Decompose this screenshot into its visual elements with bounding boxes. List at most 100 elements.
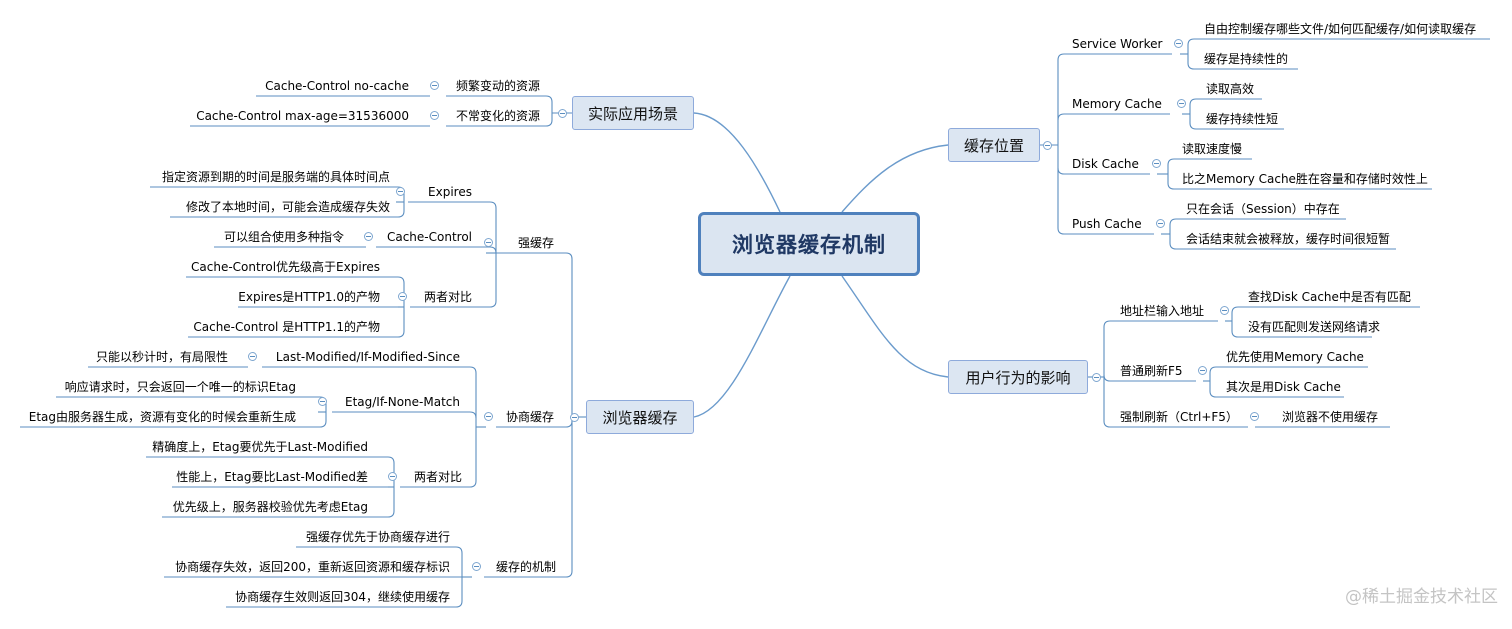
- leaf-sw-2: 缓存是持续性的: [1204, 52, 1289, 66]
- connector-line: [446, 119, 553, 127]
- leaf-lm-1: 只能以秒计时，有局限性: [95, 350, 228, 364]
- connector-line: [496, 420, 573, 428]
- connector-line: [1187, 62, 1298, 70]
- collapse-toggle-icon[interactable]: [430, 111, 439, 120]
- collapse-toggle-icon[interactable]: [484, 412, 493, 421]
- leaf-dc-2: 比之Memory Cache胜在容量和存储时效性上: [1182, 172, 1428, 186]
- node-last-modified[interactable]: Last-Modified/If-Modified-Since: [275, 350, 460, 364]
- collapse-toggle-icon[interactable]: [558, 109, 567, 118]
- leaf-pc-2: 会话结束就会被释放，缓存时间很短暂: [1186, 232, 1391, 246]
- collapse-toggle-icon[interactable]: [1198, 366, 1207, 375]
- node-expires[interactable]: Expires: [428, 185, 472, 199]
- connector-line: [150, 186, 405, 194]
- leaf-cf5-1: 浏览器不使用缓存: [1282, 410, 1379, 424]
- root-node[interactable]: 浏览器缓存机制: [698, 212, 920, 276]
- node-service-worker[interactable]: Service Worker: [1072, 37, 1163, 51]
- node-address-bar[interactable]: 地址栏输入地址: [1120, 304, 1205, 318]
- collapse-toggle-icon[interactable]: [318, 397, 327, 406]
- connector-line: [1231, 330, 1372, 338]
- connector-line: [1169, 242, 1396, 250]
- watermark: @稀土掘金技术社区: [1345, 587, 1498, 607]
- node-negotiate-compare[interactable]: 两者对比: [413, 470, 462, 484]
- leaf-ab-2: 没有匹配则发送网络请求: [1248, 320, 1381, 334]
- leaf-expires-2: 修改了本地时间，可能会造成缓存失效: [185, 200, 390, 214]
- branch-user-behavior[interactable]: 用户行为的影响: [948, 360, 1088, 394]
- collapse-toggle-icon[interactable]: [1152, 159, 1161, 168]
- branch-cache-location[interactable]: 缓存位置: [948, 128, 1040, 162]
- connector-line: [410, 300, 497, 308]
- leaf-pc-1: 只在会话（Session）中存在: [1186, 202, 1340, 216]
- connector-line: [296, 546, 463, 554]
- leaf-sw-1: 自由控制缓存哪些文件/如何匹配缓存/如何读取缓存: [1204, 22, 1477, 36]
- node-refresh-f5[interactable]: 普通刷新F5: [1120, 364, 1183, 378]
- leaf-cc-1: 可以组合使用多种指令: [223, 230, 344, 244]
- node-disk-cache[interactable]: Disk Cache: [1072, 157, 1139, 171]
- collapse-toggle-icon[interactable]: [430, 81, 439, 90]
- collapse-toggle-icon[interactable]: [396, 187, 405, 196]
- connector-line: [400, 480, 477, 488]
- collapse-toggle-icon[interactable]: [388, 472, 397, 481]
- connector-line: [1231, 306, 1420, 314]
- connector-line: [408, 201, 497, 209]
- connector-line: [1057, 227, 1154, 235]
- node-strong-cache[interactable]: 强缓存: [517, 236, 554, 250]
- connector-line: [162, 510, 395, 518]
- collapse-toggle-icon[interactable]: [1043, 141, 1052, 150]
- node-negotiate-cache[interactable]: 协商缓存: [505, 410, 554, 424]
- collapse-toggle-icon[interactable]: [1174, 39, 1183, 48]
- connector-line: [496, 252, 573, 260]
- connector-line: [1189, 98, 1262, 106]
- leaf-expires-1: 指定资源到期的时间是服务端的具体时间点: [161, 170, 390, 184]
- node-push-cache[interactable]: Push Cache: [1072, 217, 1142, 231]
- leaf-f5-1: 优先使用Memory Cache: [1226, 350, 1364, 364]
- connector-line: [186, 276, 405, 284]
- connector-line: [841, 144, 949, 213]
- leaf-ab-1: 查找Disk Cache中是否有匹配: [1248, 290, 1411, 304]
- collapse-toggle-icon[interactable]: [484, 238, 493, 247]
- branch-scenarios[interactable]: 实际应用场景: [572, 96, 694, 130]
- leaf-nc-2: 性能上，Etag要比Last-Modified差: [176, 470, 368, 484]
- connector-line: [56, 396, 327, 404]
- branch-browser-cache[interactable]: 浏览器缓存: [586, 400, 694, 434]
- collapse-toggle-icon[interactable]: [398, 292, 407, 301]
- node-cache-mechanism[interactable]: 缓存的机制: [495, 560, 556, 574]
- collapse-toggle-icon[interactable]: [364, 232, 373, 241]
- connector-line: [376, 246, 497, 254]
- node-etag[interactable]: Etag/If-None-Match: [345, 395, 460, 409]
- collapse-toggle-icon[interactable]: [570, 413, 579, 422]
- leaf-sc-3: Cache-Control 是HTTP1.1的产物: [193, 320, 380, 334]
- connector-line: [693, 112, 781, 213]
- connector-line: [446, 95, 553, 103]
- node-memory-cache[interactable]: Memory Cache: [1072, 97, 1162, 111]
- connector-line: [1209, 366, 1368, 374]
- connector-line: [1103, 320, 1218, 328]
- collapse-toggle-icon[interactable]: [472, 562, 481, 571]
- leaf-mech-1: 强缓存优先于协商缓存进行: [305, 530, 450, 544]
- node-rare-resource[interactable]: 不常变化的资源: [455, 109, 540, 123]
- connector-line: [1103, 420, 1248, 428]
- node-cache-control[interactable]: Cache-Control: [386, 230, 472, 244]
- collapse-toggle-icon[interactable]: [1220, 306, 1229, 315]
- connector-line: [188, 330, 405, 338]
- collapse-toggle-icon[interactable]: [1250, 412, 1259, 421]
- collapse-toggle-icon[interactable]: [1177, 99, 1186, 108]
- connector-line: [693, 275, 791, 418]
- connector-line: [226, 600, 463, 608]
- connector-line: [262, 366, 477, 374]
- collapse-toggle-icon[interactable]: [1092, 373, 1101, 382]
- node-force-refresh[interactable]: 强制刷新（Ctrl+F5）: [1120, 410, 1238, 424]
- connector-line: [146, 456, 395, 464]
- leaf-mech-3: 协商缓存生效则返回304，继续使用缓存: [235, 590, 450, 604]
- connector-line: [1169, 218, 1346, 226]
- connector-line: [1167, 182, 1432, 190]
- connector-line: [170, 210, 405, 218]
- node-frequent-resource[interactable]: 频繁变动的资源: [455, 79, 540, 93]
- connector-line: [1209, 390, 1344, 398]
- leaf-max-age: Cache-Control max-age=31536000: [196, 109, 409, 123]
- connector-line: [20, 420, 327, 428]
- connector-line: [332, 411, 477, 419]
- leaf-sc-2: Expires是HTTP1.0的产物: [238, 290, 380, 304]
- node-strong-compare[interactable]: 两者对比: [423, 290, 472, 304]
- collapse-toggle-icon[interactable]: [248, 352, 257, 361]
- collapse-toggle-icon[interactable]: [1156, 219, 1165, 228]
